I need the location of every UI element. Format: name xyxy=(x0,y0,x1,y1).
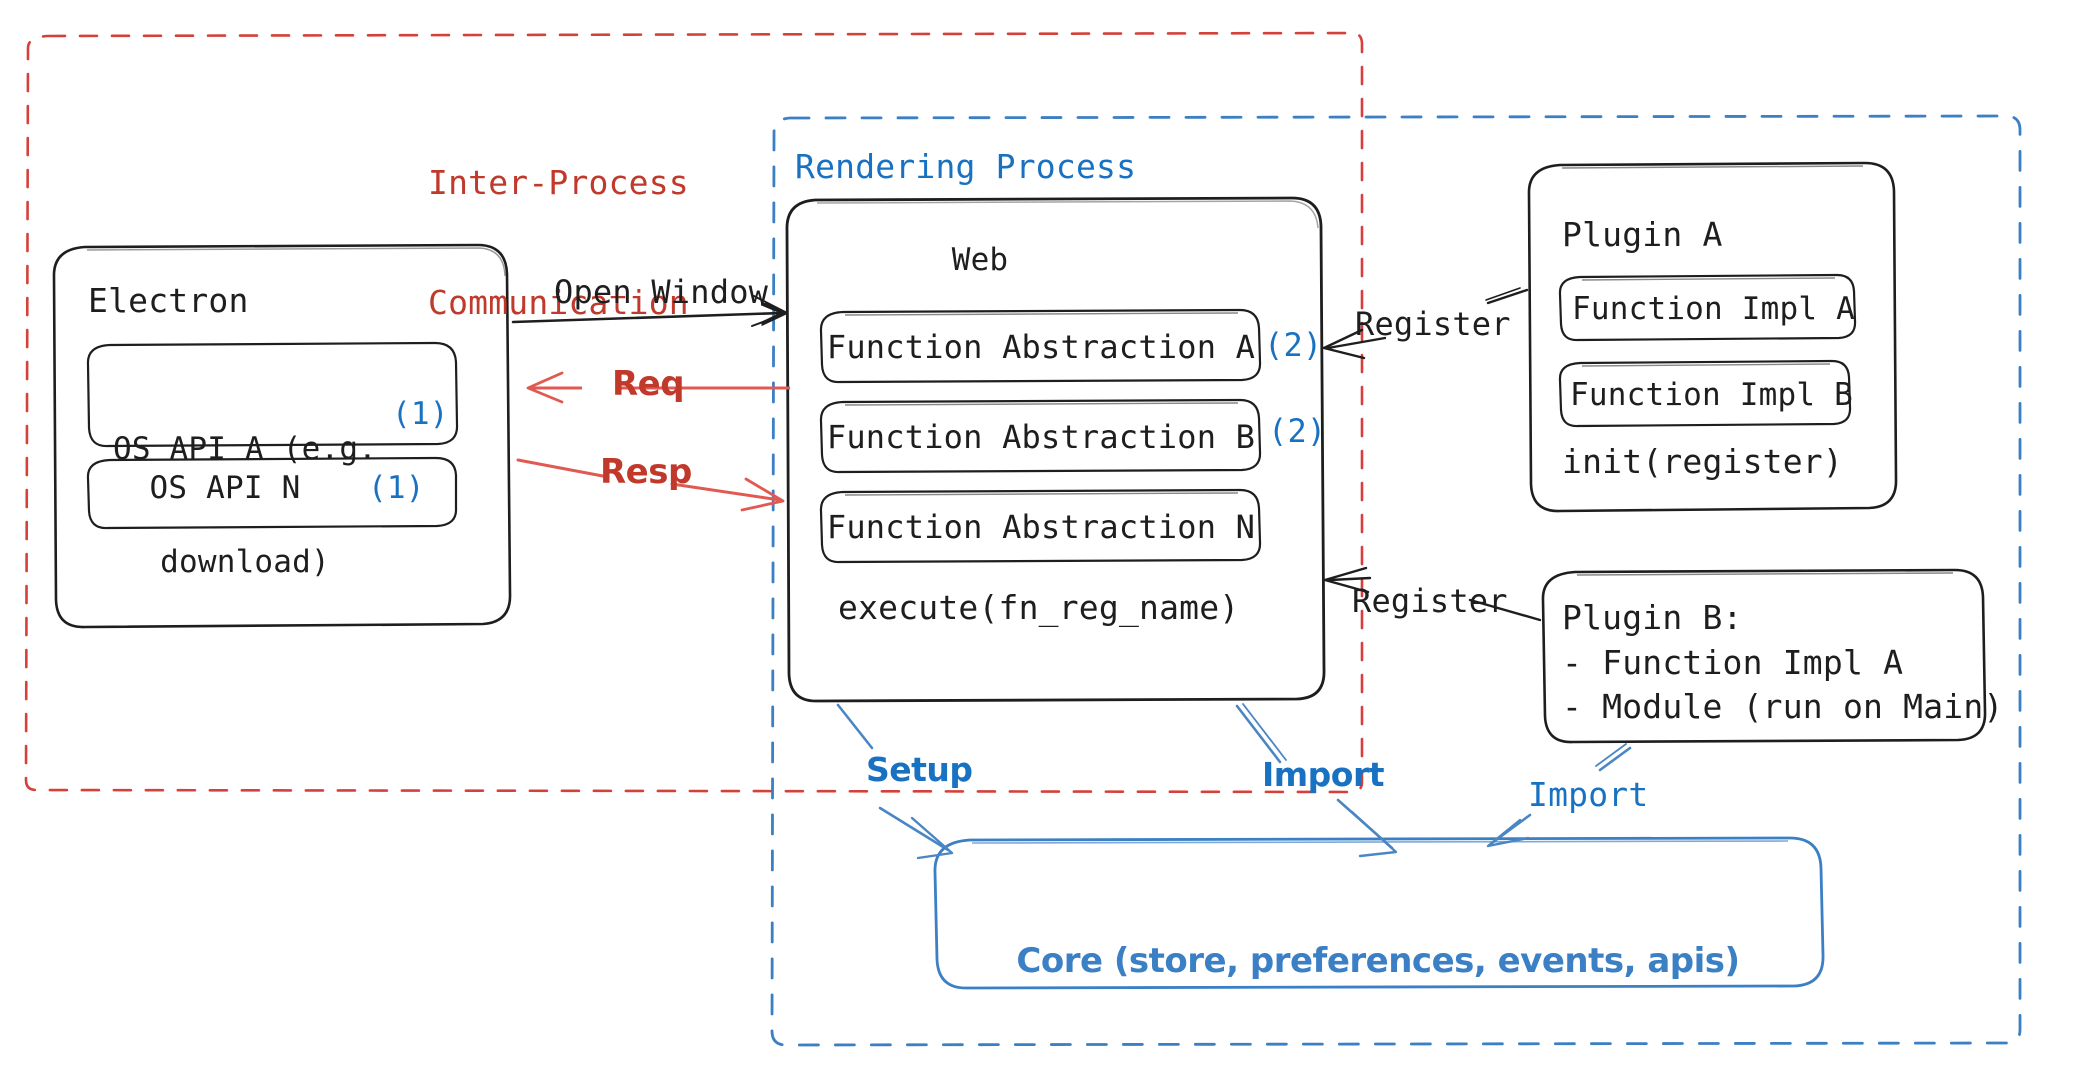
os-api-n-marker: (1) xyxy=(368,470,425,506)
arrow-register-a-label: Register xyxy=(1355,305,1511,343)
plugin-a-footer-init: init(register) xyxy=(1562,442,1843,481)
arrow-import-web-label: Import xyxy=(1262,755,1385,794)
plugin-b-title: Plugin B: xyxy=(1562,598,1743,637)
arrow-import-plugin-label: Import xyxy=(1528,775,1649,814)
os-api-a-marker: (1) xyxy=(392,396,449,432)
fn-abstraction-n-label: Function Abstraction N xyxy=(826,508,1256,546)
plugin-b-item-1: - Module (run on Main) xyxy=(1562,687,2004,726)
arrow-open-window-label: Open Window xyxy=(554,273,769,311)
arrow-register-b-label: Register xyxy=(1352,582,1508,620)
fn-abstraction-b-label: Function Abstraction B xyxy=(826,418,1256,456)
rendering-region-label: Rendering Process xyxy=(795,147,1137,186)
ipc-region-label: Inter-Process Communication xyxy=(428,82,689,404)
fn-impl-a-label: Function Impl A xyxy=(1572,291,1855,327)
arrow-req-label: Req xyxy=(612,364,685,404)
plugin-b-item-0: - Function Impl A xyxy=(1562,643,1904,682)
web-footer-execute: execute(fn_reg_name) xyxy=(838,588,1240,627)
fn-impl-b-label: Function Impl B xyxy=(1570,377,1853,413)
arrow-resp-label: Resp xyxy=(600,452,692,492)
os-api-a-line1: OS API A (e.g. xyxy=(112,430,378,467)
ipc-region-label-line1: Inter-Process xyxy=(428,162,689,202)
electron-title: Electron xyxy=(88,281,249,320)
fn-abstraction-a-marker: (2) xyxy=(1264,326,1323,364)
core-line-1: Core (store, preferences, events, apis) xyxy=(1016,940,1740,981)
os-api-a-label: OS API A (e.g. download) xyxy=(100,355,390,658)
fn-abstraction-a-label: Function Abstraction A xyxy=(826,328,1256,366)
plugin-a-title: Plugin A xyxy=(1562,215,1723,254)
web-title: Web xyxy=(951,242,1009,278)
os-api-a-line2: download) xyxy=(160,544,330,581)
fn-abstraction-b-marker: (2) xyxy=(1268,412,1327,450)
arrow-setup-label: Setup xyxy=(866,750,973,789)
os-api-n-label: OS API N xyxy=(149,470,301,506)
core-box-text: Core (store, preferences, events, apis) … xyxy=(940,858,1816,1066)
ipc-region-label-line2: Communication xyxy=(428,283,689,323)
